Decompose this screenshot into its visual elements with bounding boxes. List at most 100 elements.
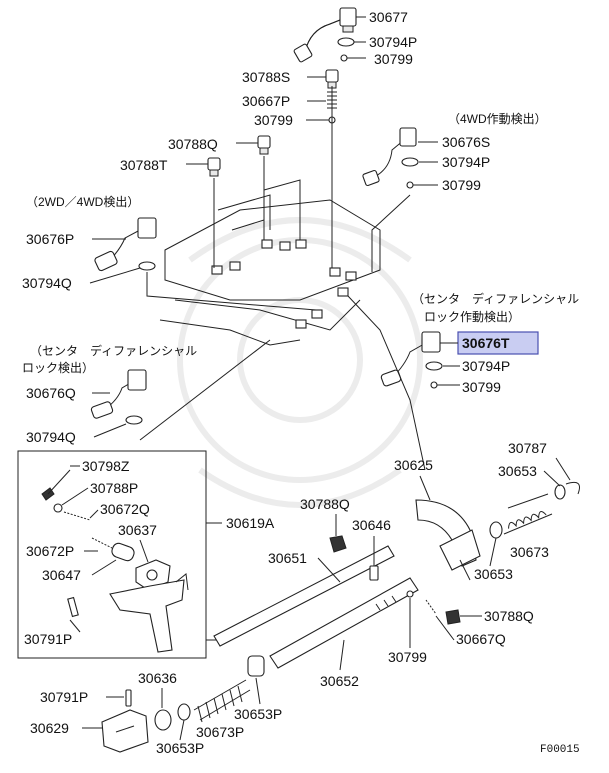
- label-30799-b[interactable]: 30799: [254, 112, 293, 128]
- part-30673-spring[interactable]: [503, 493, 553, 535]
- part-30798Z-screw[interactable]: [41, 469, 71, 501]
- watermark-emblem: [177, 217, 423, 508]
- part-30788P-pin[interactable]: [53, 503, 63, 513]
- part-30788S-plug[interactable]: [325, 69, 339, 89]
- part-30799-ball-bot[interactable]: [406, 590, 414, 598]
- leader-30676T: [347, 295, 426, 471]
- label-30787[interactable]: 30787: [508, 440, 547, 456]
- label-30788Q-r[interactable]: 30788Q: [484, 608, 534, 624]
- label-30653-a[interactable]: 30653: [498, 463, 537, 479]
- label-30788P[interactable]: 30788P: [90, 480, 138, 496]
- label-30798Z[interactable]: 30798Z: [82, 458, 130, 474]
- label-30788S[interactable]: 30788S: [242, 69, 290, 85]
- note-center-l-1: （センタ ディファレンシャル: [30, 343, 197, 358]
- part-30799-ball-r2[interactable]: [430, 381, 438, 389]
- part-30672Q-spring[interactable]: [63, 511, 91, 521]
- label-30653P-a[interactable]: 30653P: [234, 706, 282, 722]
- part-30794P-washer-r2[interactable]: [425, 361, 443, 371]
- label-30667Q[interactable]: 30667Q: [456, 631, 506, 647]
- part-30791P-roll-pin-a[interactable]: [67, 596, 81, 633]
- part-30672P-spring[interactable]: [91, 537, 113, 549]
- part-30676Q-switch[interactable]: [90, 369, 147, 419]
- part-30794Q-washer-l[interactable]: [138, 261, 156, 271]
- part-30629-shift-lug[interactable]: [101, 709, 149, 753]
- leader-30676Q: [139, 339, 271, 441]
- label-30799-r[interactable]: 30799: [442, 177, 481, 193]
- label-30673P[interactable]: 30673P: [196, 724, 244, 740]
- label-30672P[interactable]: 30672P: [26, 543, 74, 559]
- note-center-l-2: ロック検出）: [22, 361, 94, 375]
- label-30788T[interactable]: 30788T: [120, 157, 168, 173]
- label-30794P-top[interactable]: 30794P: [369, 34, 417, 50]
- part-30788T-plug[interactable]: [207, 157, 221, 177]
- label-30799-bot[interactable]: 30799: [388, 649, 427, 665]
- shift-fork-left[interactable]: [109, 573, 189, 653]
- part-30673P-spring[interactable]: [193, 679, 251, 723]
- label-30653-b[interactable]: 30653: [474, 566, 513, 582]
- label-30788Q-m[interactable]: 30788Q: [300, 496, 350, 512]
- part-30787-snap-ring[interactable]: [565, 481, 580, 495]
- leader-lines-upper: [146, 86, 411, 311]
- part-30788Q-plug-top[interactable]: [257, 135, 271, 155]
- label-30788Q-top[interactable]: 30788Q: [168, 136, 218, 152]
- part-30676T-switch[interactable]: [380, 331, 441, 387]
- label-30629[interactable]: 30629: [30, 720, 69, 736]
- part-30625-shift-fork[interactable]: [415, 499, 481, 581]
- part-30652-shift-rod[interactable]: [269, 577, 419, 669]
- label-30791P-a[interactable]: 30791P: [24, 631, 72, 647]
- note-2wd-4wd: （2WD／4WD検出）: [26, 195, 139, 209]
- part-labels: 30677 30794P 30799 30788S 30667P 30799 3…: [22, 9, 580, 756]
- label-30799-r2[interactable]: 30799: [462, 379, 501, 395]
- label-30646[interactable]: 30646: [352, 517, 391, 533]
- part-30653P-bushing-b[interactable]: [177, 703, 191, 721]
- label-30794P-r[interactable]: 30794P: [442, 154, 490, 170]
- part-30647-sleeve[interactable]: [110, 542, 135, 563]
- part-30676P-switch[interactable]: [94, 217, 157, 272]
- part-30799-ball-r[interactable]: [406, 181, 414, 189]
- part-30653P-bushing-a[interactable]: [247, 655, 265, 677]
- part-30791P-roll-pin-b[interactable]: [125, 689, 132, 707]
- label-30619A[interactable]: 30619A: [226, 515, 275, 531]
- label-30652[interactable]: 30652: [320, 673, 359, 689]
- label-30794Q-l[interactable]: 30794Q: [22, 275, 72, 291]
- part-30799-ball-top[interactable]: [340, 54, 348, 62]
- figure-code: F00015: [540, 744, 580, 756]
- part-30636-washer[interactable]: [154, 709, 172, 731]
- label-30625[interactable]: 30625: [394, 457, 433, 473]
- part-30794P-washer-r[interactable]: [401, 157, 419, 167]
- part-30667Q-spring[interactable]: [425, 599, 437, 615]
- assembly-box-30619A: [17, 450, 222, 659]
- part-30637-shift-block[interactable]: [135, 539, 171, 591]
- label-30794Q-l2[interactable]: 30794Q: [26, 429, 76, 445]
- part-30651-shift-rod[interactable]: [213, 545, 395, 647]
- part-30646-pin[interactable]: [369, 565, 379, 581]
- label-30672Q[interactable]: 30672Q: [100, 501, 150, 517]
- label-30676Q[interactable]: 30676Q: [26, 385, 76, 401]
- label-30647[interactable]: 30647: [42, 567, 81, 583]
- part-30794P-washer-top[interactable]: [337, 37, 355, 47]
- part-30676S-switch[interactable]: [362, 127, 417, 187]
- label-30676P[interactable]: 30676P: [26, 231, 74, 247]
- label-30667P[interactable]: 30667P: [242, 93, 290, 109]
- label-30799-top[interactable]: 30799: [374, 51, 413, 67]
- label-30677[interactable]: 30677: [369, 9, 408, 25]
- label-30637[interactable]: 30637: [118, 522, 157, 538]
- label-30673[interactable]: 30673: [510, 544, 549, 560]
- part-30653-bushing-a[interactable]: [554, 484, 566, 500]
- label-30676T[interactable]: 30676T: [462, 335, 510, 351]
- part-30788Q-plug-m[interactable]: [329, 535, 347, 553]
- label-30791P-b[interactable]: 30791P: [40, 689, 88, 705]
- part-30653-bushing-b[interactable]: [489, 521, 503, 539]
- note-center-r-1: （センタ ディファレンシャル: [412, 291, 579, 306]
- label-30676S[interactable]: 30676S: [442, 134, 490, 150]
- note-4wd: （4WD作動検出）: [448, 112, 547, 126]
- part-30677-switch[interactable]: [293, 7, 357, 63]
- label-30651[interactable]: 30651: [268, 550, 307, 566]
- label-30653P-b[interactable]: 30653P: [156, 740, 204, 756]
- label-30636[interactable]: 30636: [138, 670, 177, 686]
- part-30794Q-washer-l2[interactable]: [125, 415, 143, 425]
- label-30794P-r2[interactable]: 30794P: [462, 358, 510, 374]
- part-30788Q-plug-r[interactable]: [445, 609, 461, 625]
